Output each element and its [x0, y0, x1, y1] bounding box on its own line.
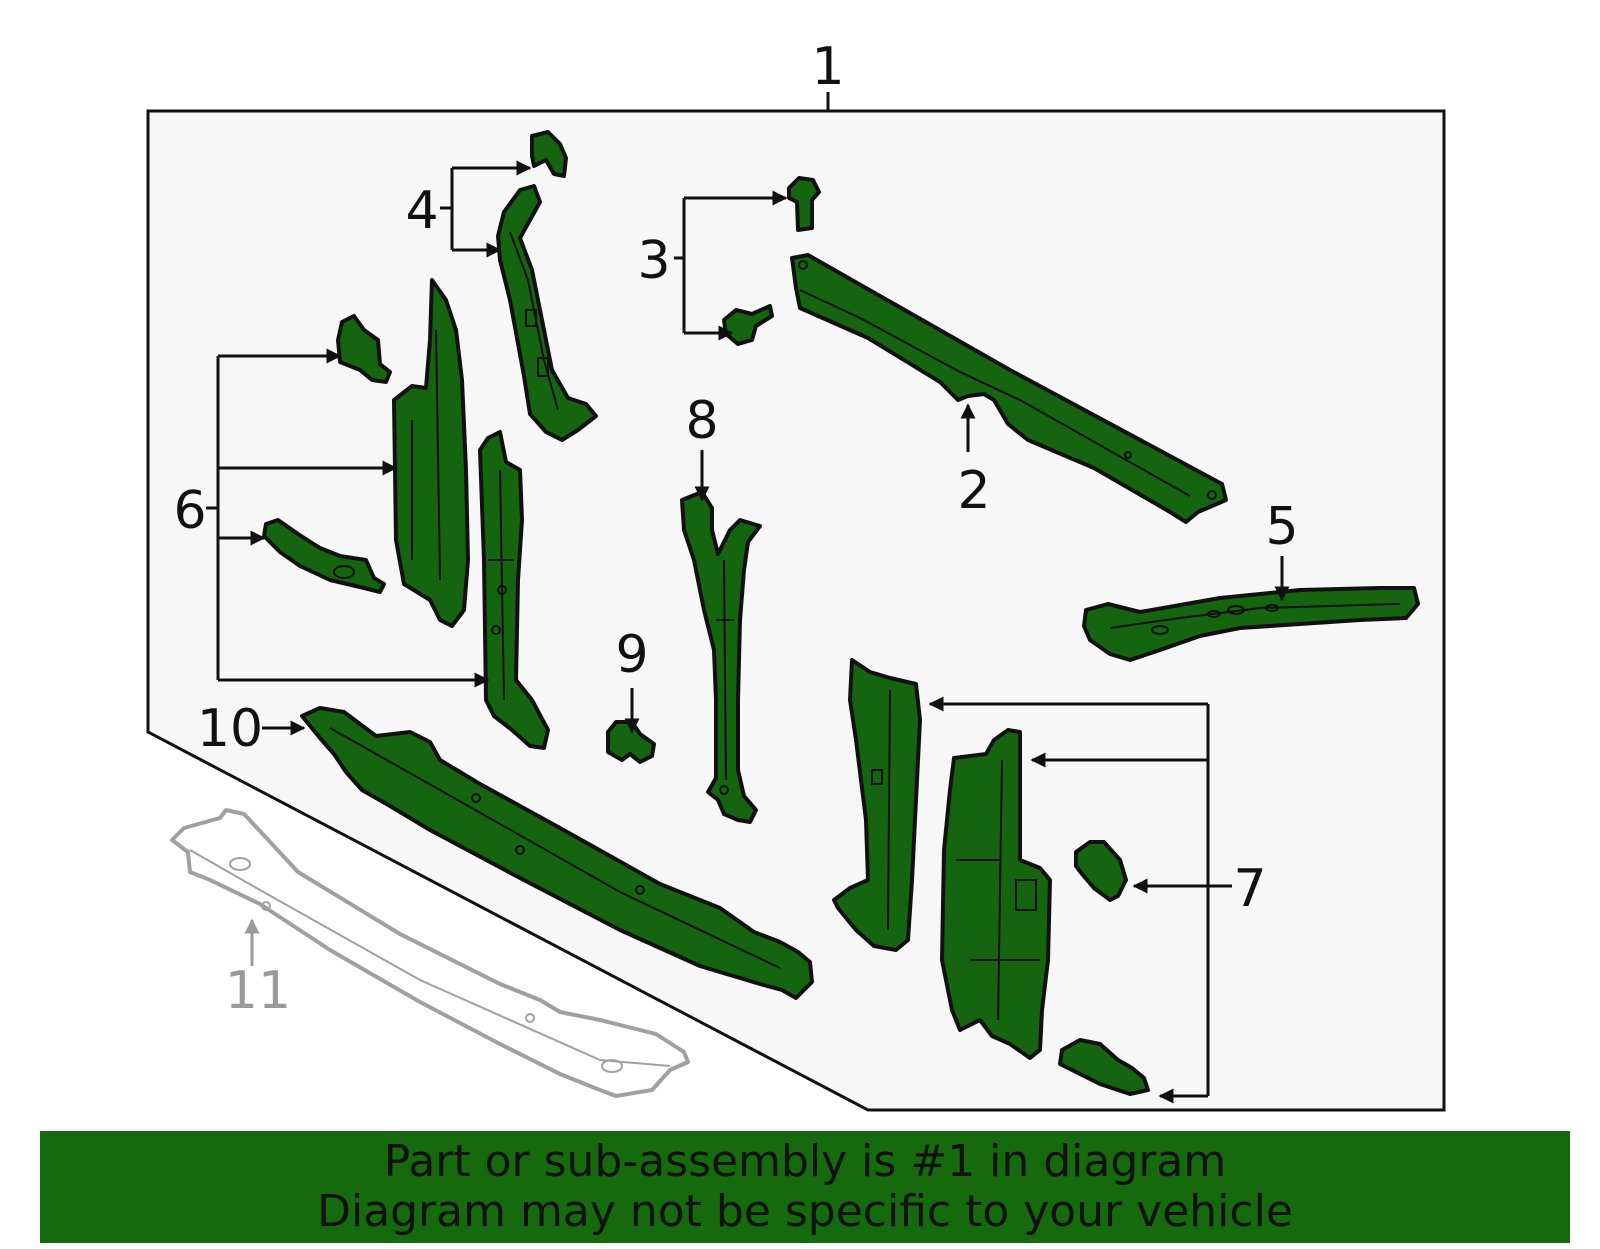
part-11-ghost-panel [170, 808, 690, 1098]
callout-3: 3 [637, 231, 670, 291]
disclaimer-banner: Part or sub-assembly is #1 in diagram Di… [40, 1131, 1570, 1243]
banner-line-1: Part or sub-assembly is #1 in diagram [383, 1136, 1227, 1187]
callout-6: 6 [173, 481, 206, 541]
part-7-right-supports [832, 658, 1150, 1096]
part-2-upper-support [790, 253, 1228, 524]
part-8-center-brace [680, 490, 762, 824]
callout-8: 8 [685, 391, 718, 451]
callout-5: 5 [1265, 497, 1298, 557]
callout-1: 1 [811, 37, 844, 97]
part-5-side-member [1082, 586, 1420, 662]
callout-9: 9 [615, 625, 648, 685]
leader-lines [206, 160, 1290, 1104]
part-3-bolts [722, 176, 821, 346]
part-6-side-supports [262, 278, 550, 750]
callout-2: 2 [957, 461, 990, 521]
banner-line-2: Diagram may not be specific to your vehi… [317, 1186, 1293, 1237]
callout-4: 4 [405, 181, 438, 241]
part-10-lower-support [300, 706, 814, 1000]
callout-7: 7 [1233, 859, 1266, 919]
part-4-brackets [496, 130, 598, 442]
callout-11: 11 [225, 961, 291, 1021]
callout-10: 10 [197, 699, 263, 759]
